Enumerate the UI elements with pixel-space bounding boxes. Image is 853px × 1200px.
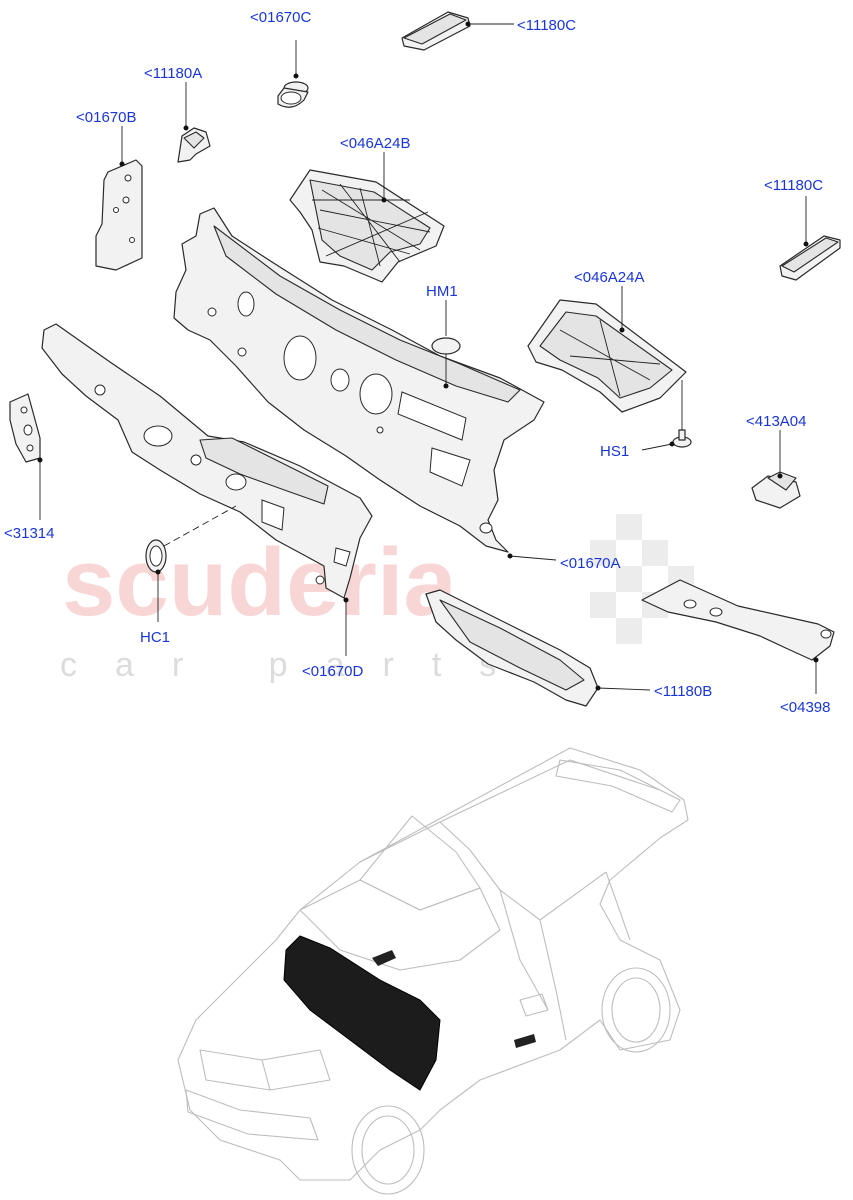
callout-01670B: <01670B: [76, 109, 136, 126]
callout-11180A: <11180A: [144, 65, 202, 82]
callout-11180B: <11180B: [654, 683, 712, 700]
part-04398-strip: [641, 579, 835, 661]
part-413A04-clip: [751, 471, 801, 509]
part-11180C-right-pad: [779, 235, 841, 281]
vehicle-locator-illustration: [177, 747, 689, 1195]
highlighted-side-location: [514, 1034, 536, 1048]
leader-lines: [37, 21, 819, 694]
callout-01670C-top: <01670C: [250, 9, 311, 26]
part-01670D-lower-panel: [41, 323, 373, 599]
callout-046A24B: <046A24B: [340, 135, 410, 152]
part-31314-plate: [9, 393, 41, 463]
callout-HS1: HS1: [600, 443, 629, 460]
part-01670B-panel: [95, 159, 143, 271]
highlighted-bulkhead-location: [283, 935, 441, 1091]
callout-HM1: HM1: [426, 283, 458, 300]
part-046A24B-insulator: [289, 169, 445, 283]
callout-31314: <31314: [4, 525, 54, 542]
part-11180A-bracket: [177, 127, 211, 163]
part-11180B-insulator: [425, 589, 599, 707]
checkered-flag-graphic: [590, 514, 694, 644]
callout-413A04: <413A04: [746, 413, 806, 430]
callout-11180C-right: <11180C: [764, 177, 823, 194]
watermark-brand: scuderia: [62, 529, 457, 636]
callout-01670A: <01670A: [560, 555, 620, 572]
part-11180C-top-pad: [401, 11, 471, 51]
part-01670C-plug: [277, 81, 309, 108]
callout-04398: <04398: [780, 699, 830, 716]
callout-11180C-top: <11180C: [517, 17, 576, 34]
callout-046A24A: <046A24A: [574, 269, 644, 286]
callout-labels: <01670C <11180C <11180A <01670B <046A24B…: [4, 9, 830, 716]
part-046A24A-insulator: [527, 299, 687, 413]
watermark: scuderia car parts: [60, 514, 694, 684]
part-HS1-screw: [672, 380, 692, 448]
part-01670A-bulkhead: [173, 207, 545, 553]
part-HM1-cap: [431, 337, 461, 355]
callout-HC1: HC1: [140, 629, 170, 646]
watermark-tagline: car parts: [60, 646, 534, 684]
callout-01670D: <01670D: [302, 663, 363, 680]
highlighted-pad-location: [372, 950, 396, 966]
